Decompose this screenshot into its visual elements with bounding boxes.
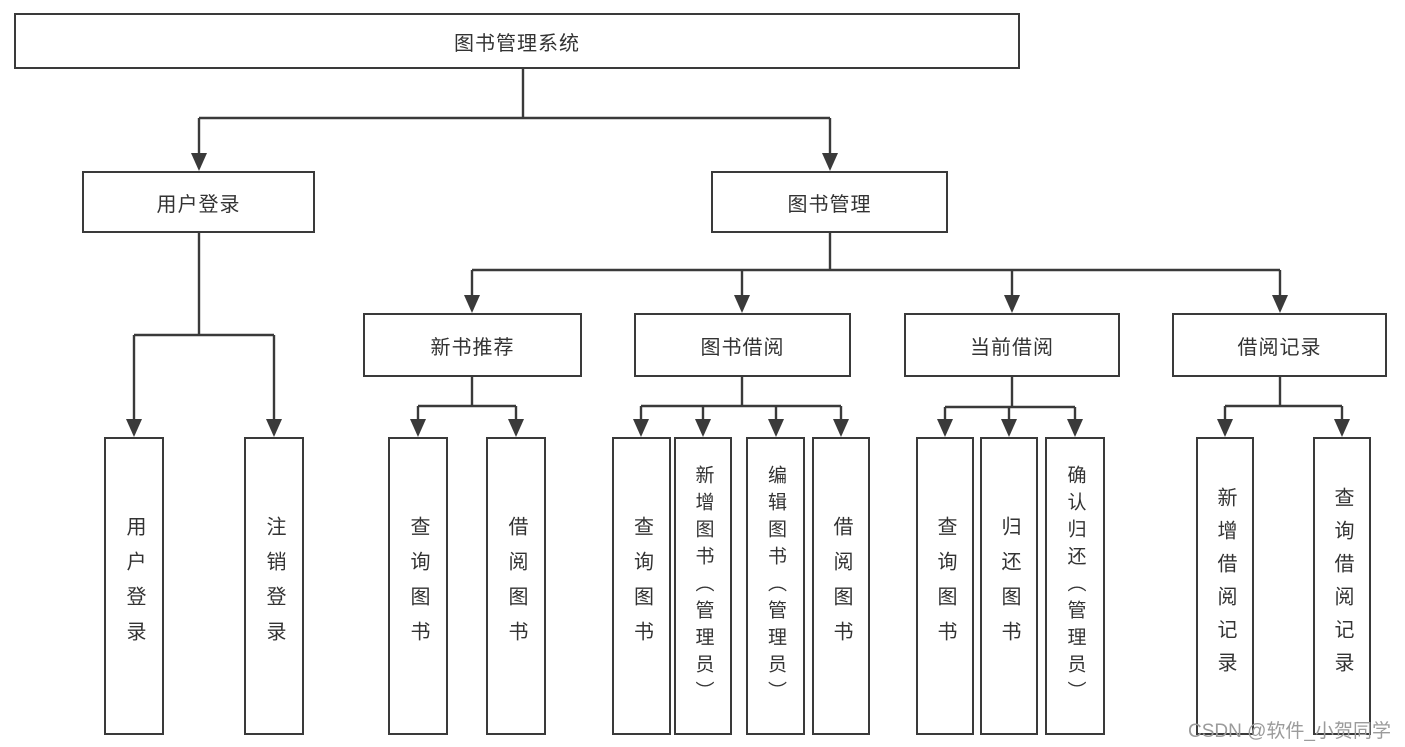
leaf-add-borrow-record-label: 新增借阅记录 <box>1214 487 1236 685</box>
leaf-query-borrow-record: 查询借阅记录 <box>1313 437 1371 735</box>
leaf-borrow-book-1: 借阅图书 <box>486 437 546 735</box>
leaf-add-book-admin: 新增图书（管理员） <box>674 437 732 735</box>
leaf-borrow-book-1-label: 借阅图书 <box>505 516 527 656</box>
node-root-label: 图书管理系统 <box>454 32 580 55</box>
leaf-confirm-return-admin-label: 确认归还（管理员） <box>1064 464 1086 708</box>
leaf-query-book-2-label: 查询图书 <box>630 516 653 656</box>
leaf-add-book-admin-label: 新增图书（管理员） <box>692 464 714 708</box>
node-new-book-recommend-label: 新书推荐 <box>430 336 515 359</box>
leaf-query-borrow-record-label: 查询借阅记录 <box>1331 487 1353 685</box>
leaf-return-book: 归还图书 <box>980 437 1038 735</box>
node-current-borrow: 当前借阅 <box>904 313 1120 377</box>
node-root: 图书管理系统 <box>14 13 1020 69</box>
leaf-query-book-2: 查询图书 <box>612 437 671 735</box>
node-new-book-recommend: 新书推荐 <box>363 313 582 377</box>
leaf-add-borrow-record: 新增借阅记录 <box>1196 437 1254 735</box>
node-user-login: 用户登录 <box>82 171 315 233</box>
leaf-query-book-3-label: 查询图书 <box>934 516 956 656</box>
leaf-query-book-1-label: 查询图书 <box>407 516 429 656</box>
node-borrow-records-label: 借阅记录 <box>1237 336 1322 359</box>
node-book-borrow: 图书借阅 <box>634 313 851 377</box>
leaf-logout: 注销登录 <box>244 437 304 735</box>
leaf-query-book-3: 查询图书 <box>916 437 974 735</box>
leaf-query-book-1: 查询图书 <box>388 437 448 735</box>
arrowheads <box>126 153 1350 437</box>
leaf-return-book-label: 归还图书 <box>998 516 1020 656</box>
connector-paths <box>132 69 1344 427</box>
node-current-borrow-label: 当前借阅 <box>970 336 1054 359</box>
node-book-management-label: 图书管理 <box>787 193 872 216</box>
node-book-borrow-label: 图书借阅 <box>700 336 785 359</box>
leaf-edit-book-admin-label: 编辑图书（管理员） <box>765 464 786 708</box>
leaf-edit-book-admin: 编辑图书（管理员） <box>746 437 805 735</box>
leaf-borrow-book-2: 借阅图书 <box>812 437 870 735</box>
watermark-text: CSDN @软件_小贺同学 <box>1188 721 1391 742</box>
node-borrow-records: 借阅记录 <box>1172 313 1387 377</box>
leaf-logout-label: 注销登录 <box>263 516 285 656</box>
leaf-user-login-label: 用户登录 <box>123 516 145 656</box>
node-user-login-label: 用户登录 <box>156 193 241 216</box>
leaf-user-login: 用户登录 <box>104 437 164 735</box>
node-book-management: 图书管理 <box>711 171 948 233</box>
leaf-confirm-return-admin: 确认归还（管理员） <box>1045 437 1105 735</box>
leaf-borrow-book-2-label: 借阅图书 <box>830 516 852 656</box>
